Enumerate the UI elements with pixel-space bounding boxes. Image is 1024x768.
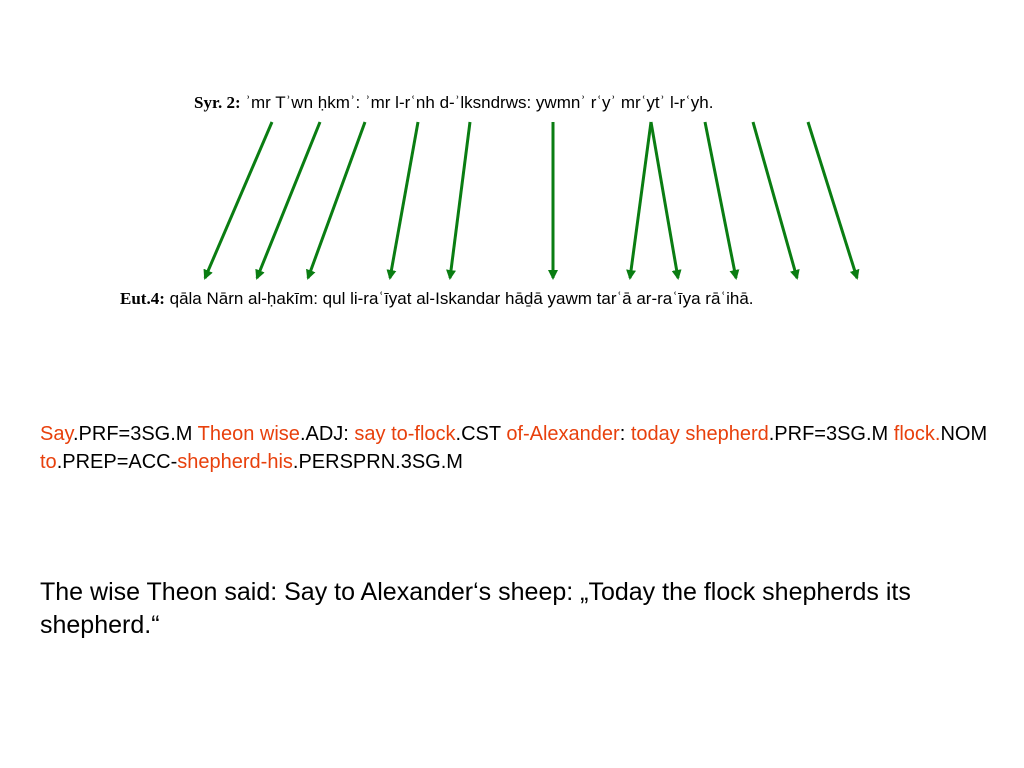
gloss-tag: .ADJ: xyxy=(299,423,355,445)
gloss-word: of-Alexander xyxy=(506,423,620,445)
gloss-word: say to-flock xyxy=(354,423,456,445)
gloss-tag: .CST xyxy=(455,423,507,445)
gloss-word: shepherd-his xyxy=(177,451,293,473)
gloss-word: to xyxy=(40,451,57,473)
alignment-arrow xyxy=(626,121,653,280)
gloss-tag: .PERSPRN.3SG.M xyxy=(292,451,463,473)
gloss-word: today shepherd xyxy=(630,423,769,445)
alignment-arrow xyxy=(806,121,860,280)
alignment-arrow xyxy=(649,121,682,280)
alignment-arrow xyxy=(203,121,274,280)
alignment-arrow xyxy=(386,121,420,280)
ethiopic-label: Eut.4: xyxy=(120,289,165,308)
gloss-tag: NOM xyxy=(940,423,988,445)
syriac-line: Syr. 2: ʾmr Tʾwn ḥkmʾ: ʾmr l-rʿnh d-ʾlks… xyxy=(194,93,713,113)
alignment-arrow xyxy=(703,121,740,280)
alignment-arrow xyxy=(306,121,367,280)
alignment-arrow xyxy=(751,121,800,280)
syriac-label: Syr. 2: xyxy=(194,93,241,112)
alignment-arrow xyxy=(446,121,472,280)
ethiopic-text: qāla Nārn al-ḥakīm: qul li-raʿīyat al-Is… xyxy=(169,289,754,308)
alignment-arrow xyxy=(255,121,322,280)
gloss-word: flock. xyxy=(893,423,941,445)
ethiopic-line: Eut.4: qāla Nārn al-ḥakīm: qul li-raʿīya… xyxy=(120,289,754,309)
translation-text: The wise Theon said: Say to Alexander‘s … xyxy=(40,578,911,639)
gloss-word: Say xyxy=(40,423,73,445)
syriac-text: ʾmr Tʾwn ḥkmʾ: ʾmr l-rʿnh d-ʾlksndrws: y… xyxy=(245,93,714,112)
gloss-tag: .PRF=3SG.M xyxy=(768,423,894,445)
gloss-tag: : xyxy=(619,423,631,445)
gloss-tag: .PRF=3SG.M xyxy=(72,423,198,445)
interlinear-gloss: Say.PRF=3SG.M Theon wise.ADJ: say to-flo… xyxy=(40,420,1000,476)
gloss-word: Theon wise xyxy=(197,423,300,445)
gloss-tag: .PREP=ACC- xyxy=(56,451,178,473)
